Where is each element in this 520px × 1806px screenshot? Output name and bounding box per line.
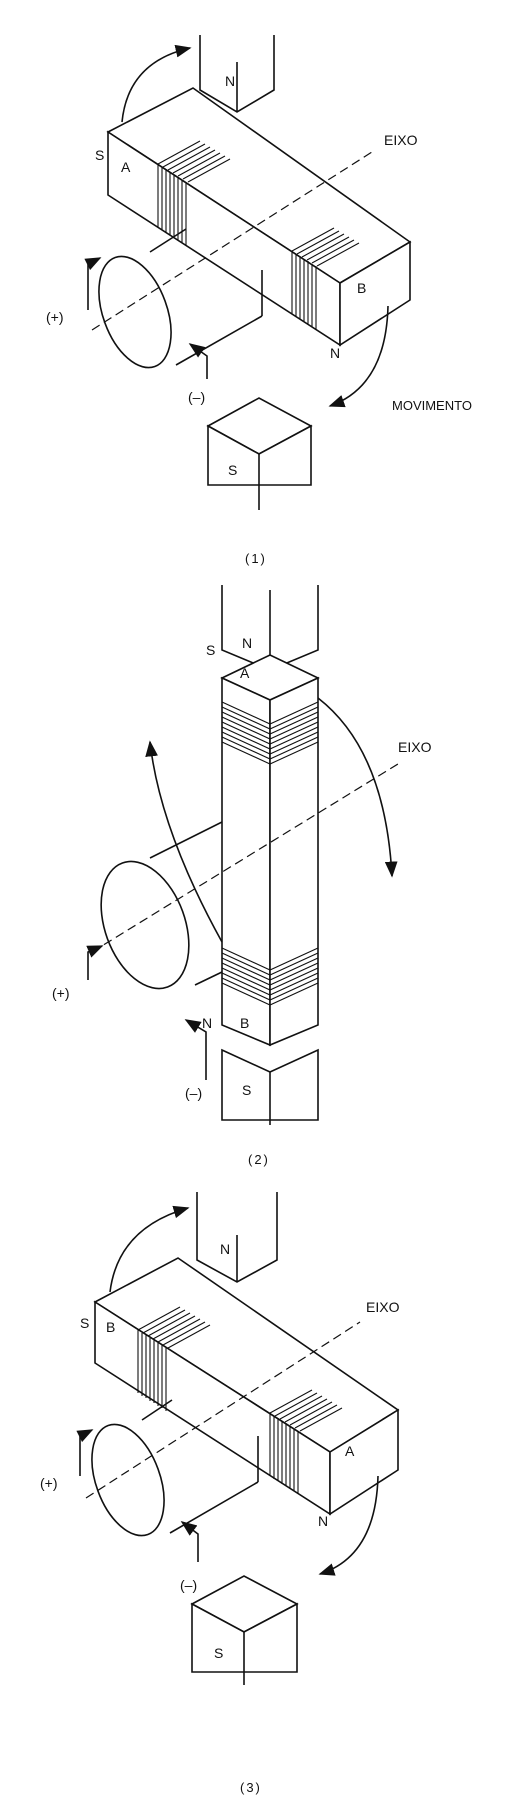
left-end-pole-label: S <box>95 147 104 163</box>
bottom-end-pole-label: N <box>202 1015 212 1031</box>
motion-label: MOVIMENTO <box>392 398 472 413</box>
motion-arrow-top <box>109 1205 190 1293</box>
motion-arrow-left <box>145 740 223 943</box>
coil-right-label: A <box>345 1443 355 1459</box>
top-end-pole-label: S <box>206 642 215 658</box>
coil-left-label: B <box>106 1319 115 1335</box>
pole-bottom-label: S <box>228 462 237 478</box>
motion-arrow-bottom <box>328 305 389 408</box>
pole-top-label: N <box>225 73 235 89</box>
plus-label: (+) <box>46 309 64 325</box>
figure-1: N <box>46 35 472 566</box>
coil-a <box>269 1389 343 1494</box>
commutator-shaft <box>100 821 223 990</box>
pole-bottom-s <box>221 1048 319 1125</box>
pole-bottom-s <box>190 1575 299 1685</box>
plus-lead <box>76 1429 94 1476</box>
plus-lead <box>84 257 102 310</box>
coil-b <box>221 947 319 1006</box>
plus-lead <box>86 945 104 980</box>
plus-label: (+) <box>40 1475 58 1491</box>
right-end-pole-label: N <box>318 1513 328 1529</box>
pole-top-n <box>196 1192 278 1283</box>
axis-label: EIXO <box>384 132 418 148</box>
pole-top-n <box>199 35 275 113</box>
coil-right-label: B <box>357 280 366 296</box>
coil-b <box>291 227 360 329</box>
rotor-bar <box>106 87 412 347</box>
axis-line <box>85 1321 361 1499</box>
commutator-shaft <box>98 228 263 369</box>
motion-arrow-right <box>317 697 398 878</box>
axis-line <box>91 763 399 953</box>
figure-caption: (2) <box>248 1152 270 1167</box>
axis-label: EIXO <box>366 1299 400 1315</box>
coil-a <box>157 140 231 245</box>
pole-top-label: N <box>220 1241 230 1257</box>
axis-label: EIXO <box>398 739 432 755</box>
coil-left-label: A <box>121 159 131 175</box>
coil-b <box>137 1306 211 1411</box>
figure-3: N <box>40 1192 400 1795</box>
motion-arrow-top <box>121 44 192 123</box>
coil-a <box>221 701 319 765</box>
minus-label: (–) <box>185 1085 202 1101</box>
figure-caption: (1) <box>245 551 267 566</box>
figure-caption: (3) <box>240 1780 262 1795</box>
minus-lead <box>180 1521 199 1562</box>
coil-top-label: A <box>240 665 250 681</box>
minus-lead <box>184 1019 207 1080</box>
pole-bottom-label: S <box>242 1082 251 1098</box>
pole-top-label: N <box>242 635 252 651</box>
left-end-pole-label: S <box>80 1315 89 1331</box>
right-end-pole-label: N <box>330 345 340 361</box>
pole-bottom-s <box>206 397 313 510</box>
rotor-bar <box>93 1257 400 1516</box>
minus-label: (–) <box>180 1577 197 1593</box>
figure-2: N <box>52 585 432 1167</box>
motion-arrow-bottom <box>318 1475 379 1576</box>
minus-label: (–) <box>188 389 205 405</box>
minus-lead <box>188 343 208 379</box>
pole-bottom-label: S <box>214 1645 223 1661</box>
plus-label: (+) <box>52 985 70 1001</box>
coil-bottom-label: B <box>240 1015 249 1031</box>
